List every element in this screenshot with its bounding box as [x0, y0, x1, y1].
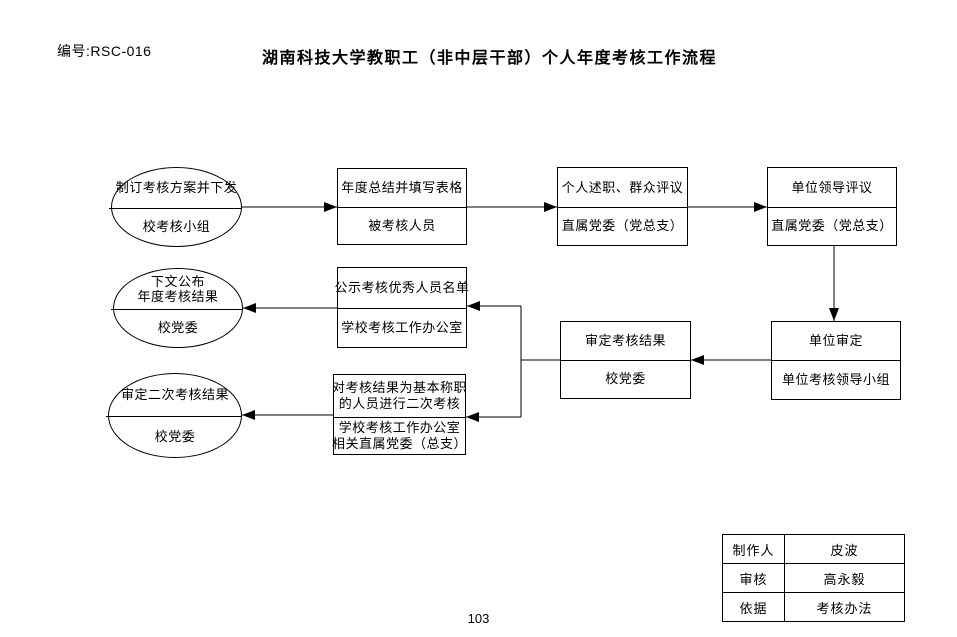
- info-label: 审核: [722, 563, 785, 593]
- node-divider: [334, 417, 465, 418]
- node-action-label: 年度考核结果: [137, 289, 219, 304]
- node-owner-label: 直属党委（党总支）: [561, 218, 684, 233]
- flow-node-second-result: 审定二次考核结果 校党委: [106, 373, 242, 458]
- info-table: 制作人 皮波 审核 高永毅 依据 考核办法: [722, 534, 905, 622]
- node-action-label: 对考核结果为基本称职: [332, 380, 468, 395]
- node-owner-label: 校党委: [605, 371, 646, 386]
- node-divider: [772, 360, 900, 361]
- node-owner-label: 学校考核工作办公室: [338, 419, 461, 435]
- info-value: 皮波: [784, 534, 905, 564]
- node-action-label: 审定考核结果: [584, 333, 666, 348]
- info-table-row: 审核 高永毅: [722, 563, 905, 593]
- info-value: 考核办法: [784, 592, 905, 622]
- node-action-label: 的人员进行二次考核: [338, 396, 461, 411]
- flow-node-unit-verify: 单位审定 单位考核领导小组: [771, 321, 901, 400]
- node-action-label: 个人述职、群众评议: [561, 179, 684, 195]
- page-number: 103: [467, 611, 490, 626]
- node-owner-label: 校党委: [154, 428, 196, 444]
- node-owner-label: 相关直属党委（总支）: [332, 435, 468, 451]
- node-owner-label: 学校考核工作办公室: [341, 319, 463, 335]
- node-divider: [106, 416, 242, 417]
- flow-node-publicize: 公示考核优秀人员名单 学校考核工作办公室: [334, 267, 470, 348]
- node-owner-label: 校考核小组: [142, 219, 211, 234]
- info-table-row: 制作人 皮波: [722, 534, 905, 564]
- flow-node-plan: 制订考核方案并下发 校考核小组: [109, 167, 242, 247]
- node-divider: [561, 360, 690, 361]
- flow-node-leader-review: 单位领导评议 直属党委（党总支）: [767, 167, 897, 246]
- info-label: 制作人: [722, 534, 785, 564]
- doc-number: 编号:RSC-016: [57, 43, 152, 59]
- node-owner-label: 校党委: [157, 320, 199, 335]
- node-divider: [338, 308, 466, 309]
- flow-node-appraisal: 个人述职、群众评议 直属党委（党总支）: [557, 167, 688, 246]
- flow-node-announce: 下文公布 年度考核结果 校党委: [111, 268, 243, 348]
- node-divider: [111, 309, 243, 310]
- node-owner-label: 直属党委（党总支）: [771, 218, 893, 233]
- flow-node-second-assess: 对考核结果为基本称职 的人员进行二次考核 学校考核工作办公室 相关直属党委（总支…: [332, 374, 468, 455]
- node-action-label: 单位领导评议: [791, 179, 873, 195]
- node-owner-label: 单位考核领导小组: [781, 371, 890, 387]
- info-table-row: 依据 考核办法: [722, 592, 905, 622]
- node-action-label: 审定二次考核结果: [120, 387, 229, 402]
- node-divider: [558, 207, 687, 208]
- node-divider: [109, 208, 242, 209]
- flow-node-verify-result: 审定考核结果 校党委: [560, 321, 691, 399]
- info-value: 高永毅: [784, 563, 905, 593]
- flow-node-summary: 年度总结并填写表格 被考核人员: [337, 168, 467, 245]
- node-divider: [768, 207, 896, 208]
- node-action-label: 公示考核优秀人员名单: [334, 280, 470, 295]
- node-action-label: 年度总结并填写表格: [341, 180, 463, 195]
- node-action-label: 下文公布: [150, 274, 205, 289]
- node-action-label: 单位审定: [808, 333, 863, 348]
- node-action-label: 制订考核方案并下发: [115, 180, 238, 195]
- node-divider: [338, 207, 466, 208]
- page-title: 湖南科技大学教职工（非中层干部）个人年度考核工作流程: [262, 50, 718, 67]
- node-owner-label: 被考核人员: [368, 217, 436, 233]
